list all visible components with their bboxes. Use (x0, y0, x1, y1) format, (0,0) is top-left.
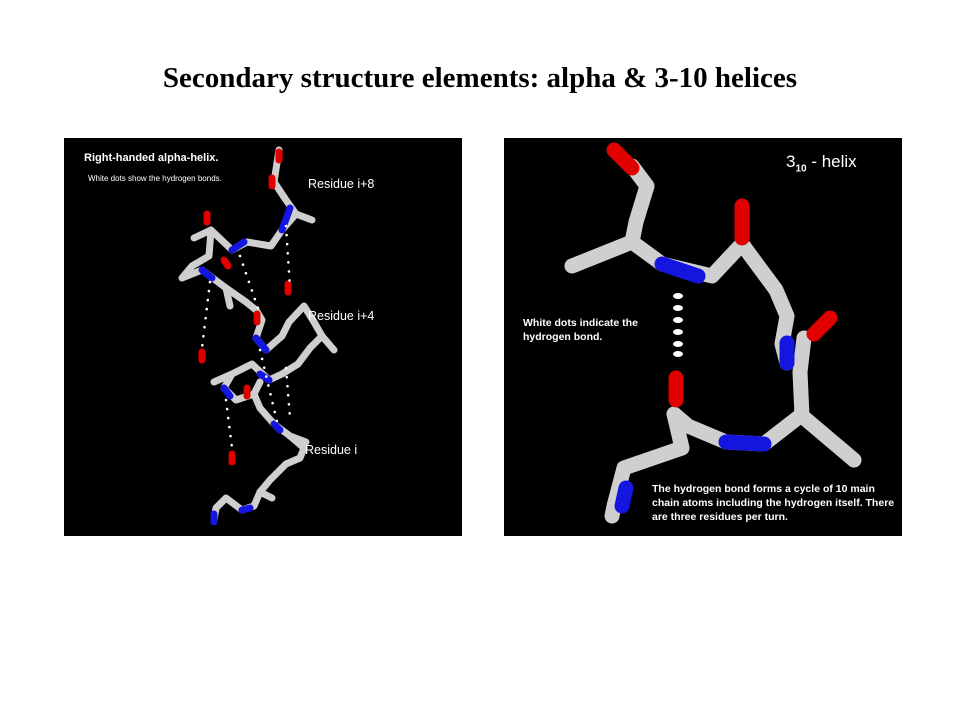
three-ten-helix-panel: 310 - helix White dots indicate the hydr… (504, 138, 902, 536)
three-ten-hbond-dot-2 (673, 305, 683, 311)
three-ten-hbond-dot-5 (673, 341, 683, 347)
alpha-sidechain-8 (256, 488, 276, 502)
alpha-nitrogen-1 (278, 204, 294, 234)
three-ten-sidechain-upper (564, 234, 640, 274)
alpha-hbond-5 (284, 366, 292, 420)
three-ten-oxygen-1 (606, 142, 640, 176)
alpha-nitrogen-7 (270, 420, 284, 434)
three-ten-title-main: 3 (786, 152, 796, 171)
alpha-nitrogen-6 (220, 384, 234, 400)
three-ten-nitrogen-4 (614, 480, 634, 514)
three-ten-hbond-dot-3 (673, 317, 683, 323)
residue-label-i: Residue i (305, 443, 358, 457)
slide-title: Secondary structure elements: alpha & 3-… (162, 62, 798, 94)
alpha-sidechain-5 (286, 432, 310, 446)
three-ten-backbone-right (792, 330, 862, 468)
alpha-sidechain-6 (250, 378, 264, 398)
three-ten-hbond-dot-4 (673, 329, 683, 335)
three-ten-oxygen-3 (806, 310, 838, 342)
three-ten-nitrogen-3 (718, 434, 772, 452)
alpha-backbone (178, 146, 326, 524)
alpha-sidechain-4 (210, 370, 236, 386)
three-ten-hbond (673, 293, 683, 357)
alpha-nitrogen-8 (238, 504, 254, 514)
alpha-hbond-4 (258, 348, 280, 428)
hydrogen-bond-cycle-note: The hydrogen bond forms a cycle of 10 ma… (652, 483, 895, 523)
alpha-helix-panel: Right-handed alpha-helix. White dots sho… (64, 138, 462, 536)
alpha-hbond-3 (200, 280, 212, 350)
hydrogen-bond-note: White dots indicate the hydrogen bond. (523, 317, 638, 343)
alpha-helix-heading: Right-handed alpha-helix. (84, 152, 219, 164)
alpha-nitrogen-4 (252, 334, 270, 354)
alpha-sidechain-2 (190, 226, 215, 242)
residue-label-i8: Residue i+8 (308, 177, 375, 191)
three-ten-title-subscript: 10 (795, 163, 807, 175)
three-ten-backbone-upper (624, 158, 795, 371)
alpha-hbond-2 (238, 254, 262, 316)
alpha-nitrogen-2 (228, 238, 248, 254)
alpha-sidechain-1 (292, 210, 316, 224)
alpha-hbond-1 (284, 224, 292, 290)
alpha-oxygen-4 (220, 256, 232, 270)
alpha-sidechain-7 (222, 284, 234, 310)
alpha-sidechain-3 (318, 332, 338, 354)
three-ten-nitrogen-1 (654, 256, 706, 284)
three-ten-helix-model (564, 142, 862, 524)
alpha-helix-caption: White dots show the hydrogen bonds. (88, 174, 222, 183)
alpha-nitrogen-5 (256, 370, 273, 384)
alpha-nitrogen-3 (198, 266, 216, 282)
three-ten-hbond-dot-6 (673, 351, 683, 357)
alpha-hbond-6 (224, 398, 234, 450)
residue-label-i4: Residue i+4 (308, 309, 375, 323)
three-ten-hbond-dot-1 (673, 293, 683, 299)
three-ten-title-rest: - helix (806, 152, 857, 171)
alpha-helix-model (178, 146, 338, 526)
three-ten-helix-title: 310 - helix (786, 152, 857, 174)
